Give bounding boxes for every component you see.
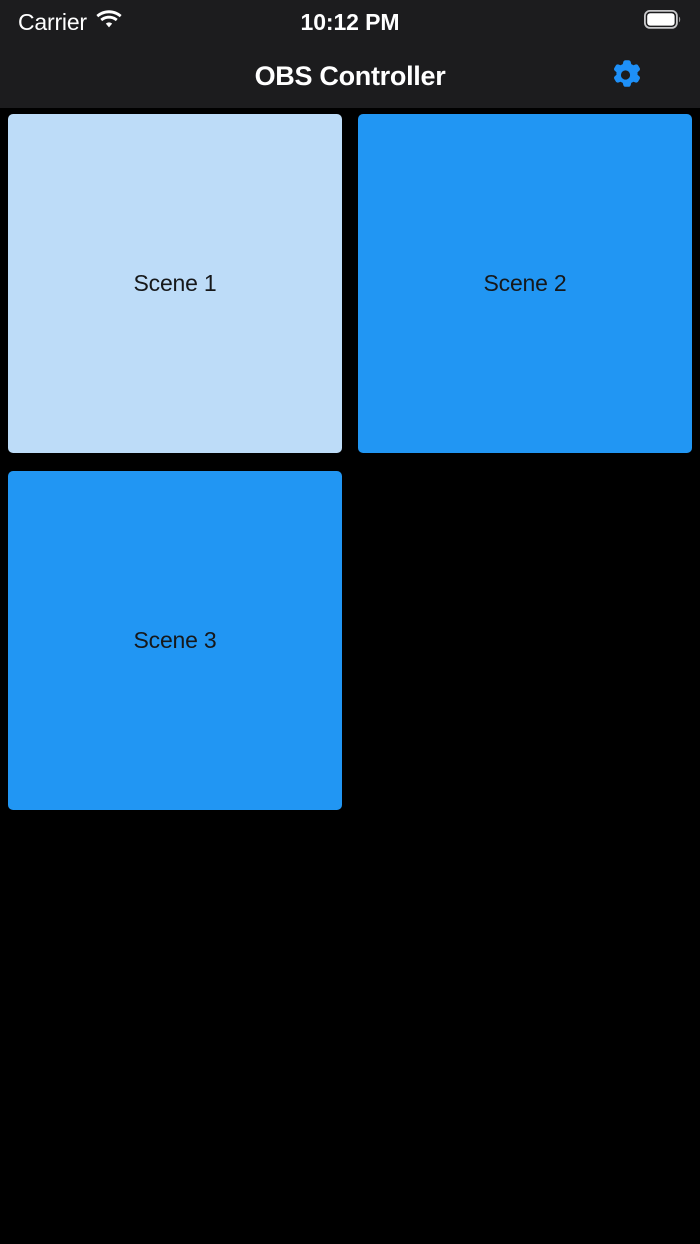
scene-button[interactable]: Scene 3 [8, 471, 342, 810]
page-title: OBS Controller [254, 60, 446, 91]
scene-button[interactable]: Scene 1 [8, 114, 342, 453]
settings-button[interactable] [606, 55, 648, 97]
status-bar-right [643, 9, 682, 35]
wifi-icon [96, 10, 122, 34]
scene-button-label: Scene 2 [483, 270, 567, 296]
battery-full-icon [643, 9, 682, 35]
scene-list-area: Scene 1 Scene 2 Scene 3 [0, 108, 700, 1244]
status-bar: Carrier 10:12 PM [0, 0, 700, 44]
scene-button-label: Scene 1 [133, 270, 217, 296]
status-bar-left: Carrier [18, 9, 122, 36]
gear-icon [609, 57, 645, 96]
scene-grid: Scene 1 Scene 2 Scene 3 [8, 114, 692, 810]
scene-button-label: Scene 3 [133, 627, 217, 653]
carrier-label: Carrier [18, 8, 87, 35]
scene-button[interactable]: Scene 2 [358, 114, 692, 453]
navigation-bar: OBS Controller [0, 44, 700, 108]
